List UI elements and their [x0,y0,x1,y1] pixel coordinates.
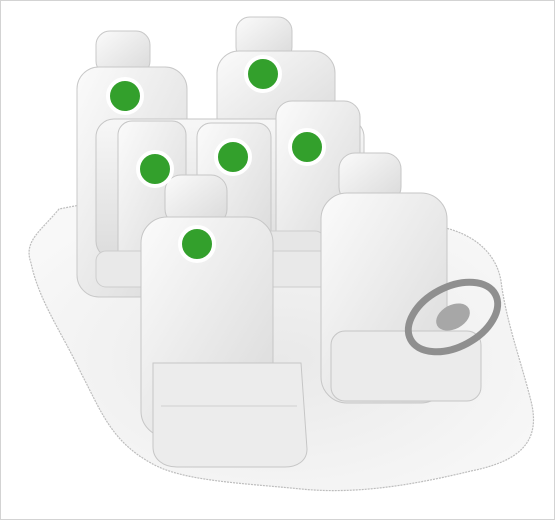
seat-indicator-third-row-right[interactable] [246,57,280,91]
seat-indicator-front-passenger[interactable] [180,227,214,261]
seat-indicator-second-row-right[interactable] [290,130,324,164]
seat-indicator-second-row-left[interactable] [138,152,172,186]
seat-indicator-third-row-left[interactable] [108,79,142,113]
seat-indicator-second-row-middle[interactable] [216,140,250,174]
